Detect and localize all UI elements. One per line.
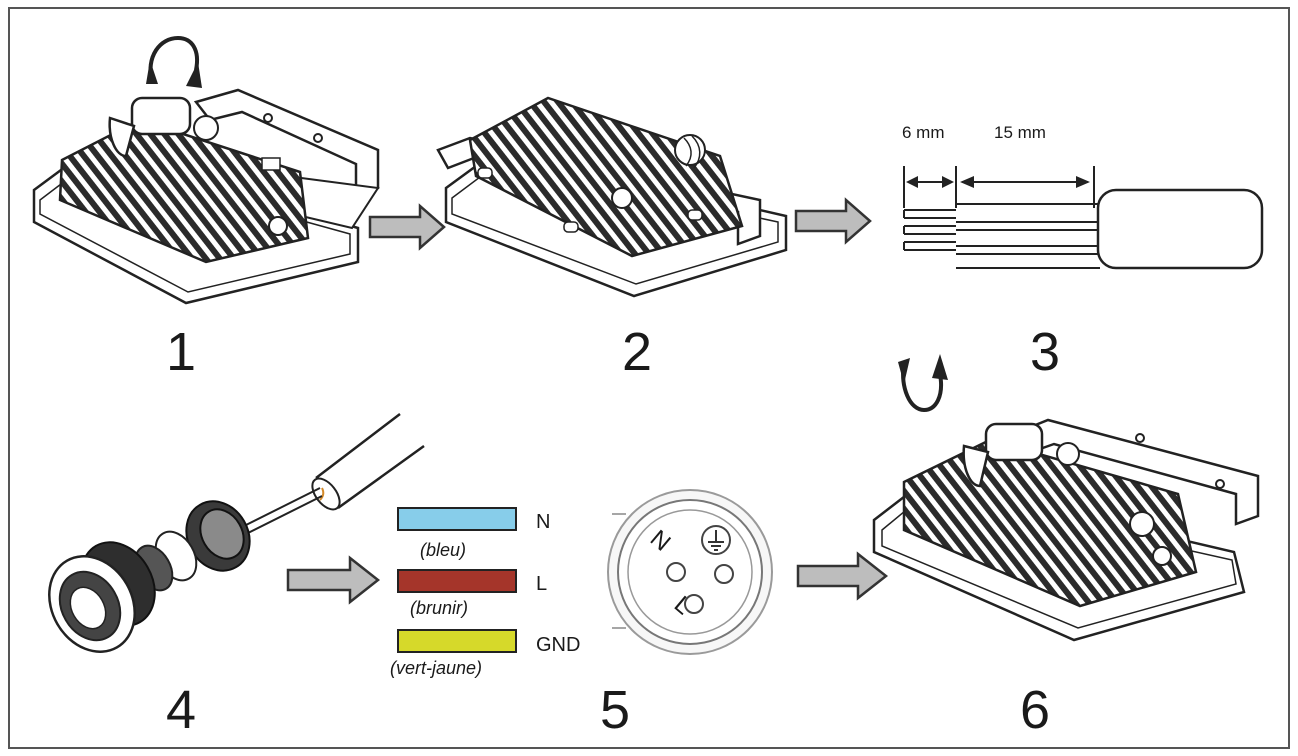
step-number-1: 1 (166, 322, 196, 382)
jacket-length-label: 15 mm (994, 123, 1046, 142)
step-2-illustration (436, 96, 788, 298)
outer-frame (8, 7, 1290, 749)
wire-color-legend (397, 507, 517, 653)
step-number-3: 3 (1030, 322, 1060, 382)
wire-code-ground: GND (536, 634, 580, 656)
step-3-cable-strip (903, 166, 1264, 270)
ground-symbol-icon (708, 530, 724, 551)
wire-code-neutral: N (536, 511, 550, 533)
step-1-illustration (32, 88, 380, 305)
process-arrow-icon (796, 551, 889, 601)
process-arrow-icon (794, 197, 872, 245)
step-number-4: 4 (166, 680, 196, 740)
rotate-arrow-icon (146, 35, 202, 88)
strip-length-label: 6 mm (902, 123, 945, 142)
wire-name-neutral: (bleu) (420, 540, 466, 560)
process-arrow-icon (368, 203, 446, 251)
wire-name-ground: (vert-jaune) (390, 658, 482, 678)
wire-code-live: L (536, 573, 547, 595)
process-arrow-icon (286, 555, 381, 605)
wire-swatch-neutral (397, 507, 517, 531)
wire-swatch-live (397, 569, 517, 593)
step-5-terminal-face (607, 489, 773, 655)
wire-name-live: (brunir) (410, 598, 468, 618)
step-number-6: 6 (1020, 680, 1050, 740)
step-number-5: 5 (600, 680, 630, 740)
step-4-connector-assembly (48, 413, 425, 653)
wire-swatch-ground (397, 629, 517, 653)
step-6-illustration (872, 418, 1260, 642)
rotate-arrow-icon (898, 354, 948, 413)
step-number-2: 2 (622, 322, 652, 382)
